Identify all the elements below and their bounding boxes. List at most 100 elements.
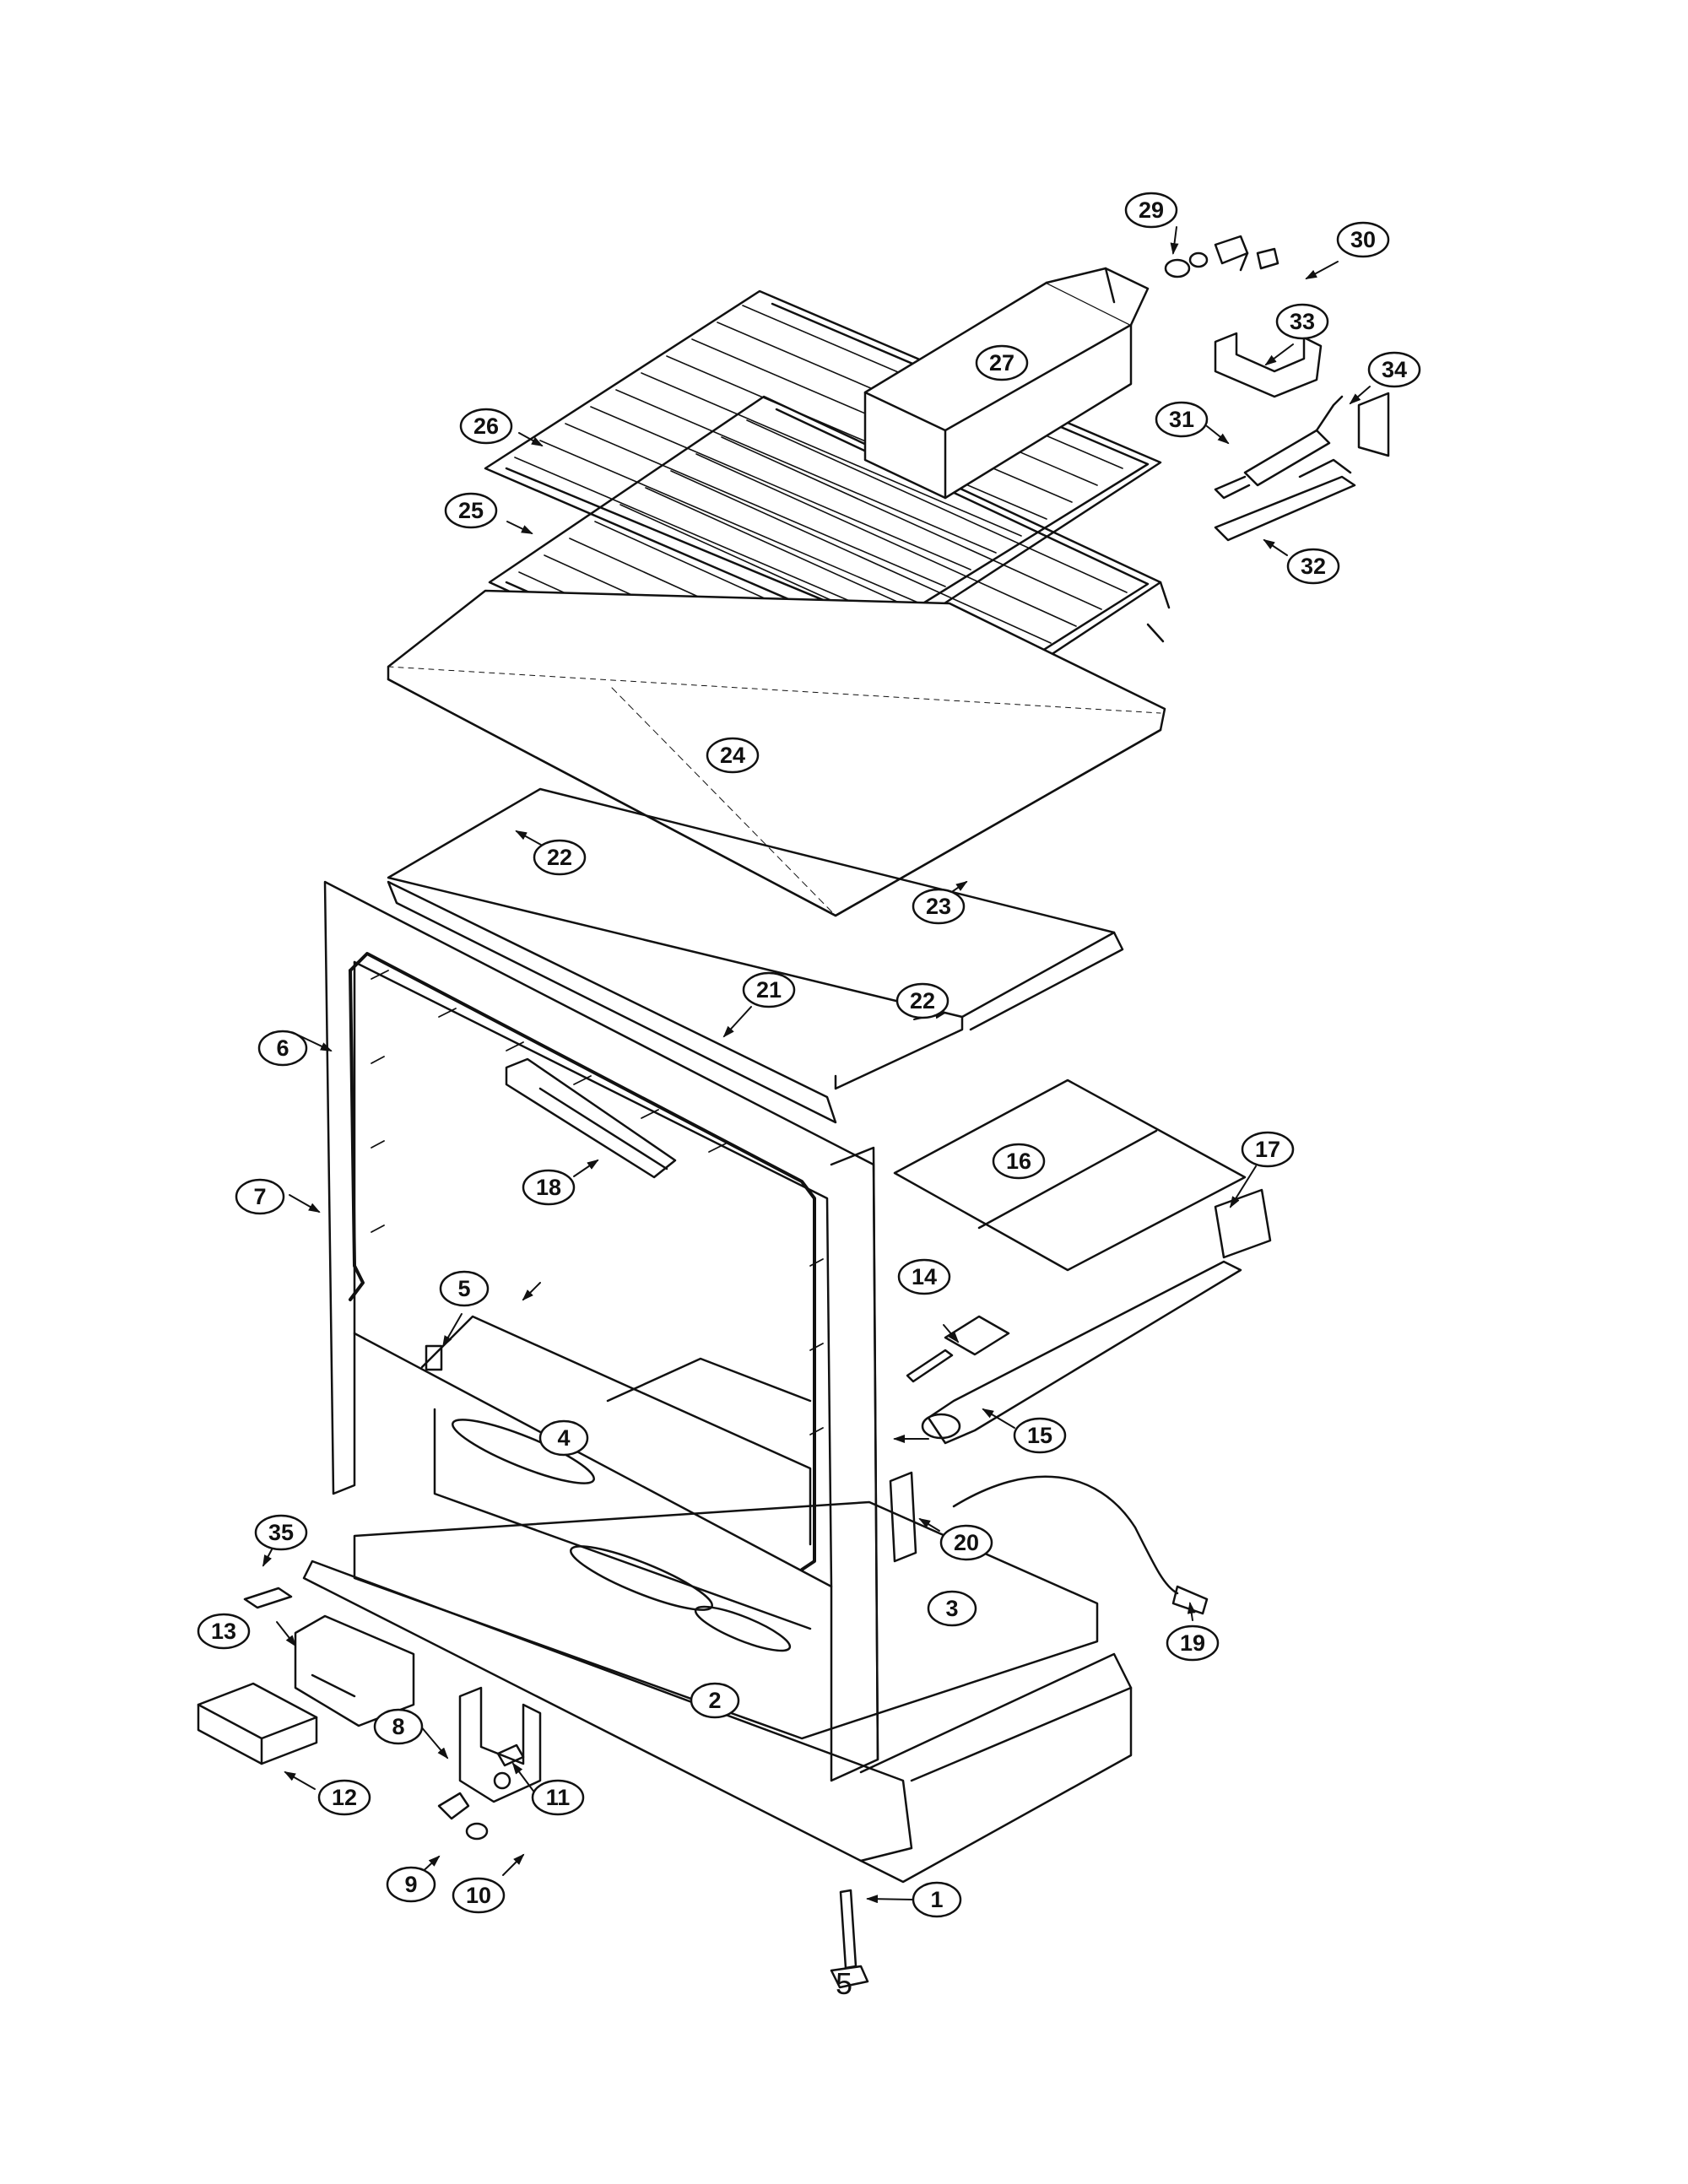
callout-34: 34	[1367, 351, 1421, 388]
callout-21-label: 21	[756, 977, 782, 1003]
callout-32: 32	[1286, 548, 1340, 585]
callout-23: 23	[912, 888, 966, 925]
callout-24: 24	[706, 737, 760, 774]
callout-12-label: 12	[332, 1785, 357, 1810]
callout-11: 11	[531, 1779, 585, 1816]
callout-5: 5	[439, 1270, 490, 1307]
callout-32-label: 32	[1301, 554, 1326, 579]
callout-7-label: 7	[253, 1184, 266, 1209]
callout-22-upper-label: 22	[547, 845, 572, 870]
control-module-12	[197, 1682, 318, 1765]
callout-14: 14	[897, 1258, 951, 1295]
callout-6: 6	[257, 1030, 308, 1067]
power-cord	[952, 1475, 1209, 1615]
page-number: 5	[835, 1966, 853, 2001]
callout-22-upper: 22	[533, 839, 587, 876]
callout-24-label: 24	[720, 743, 745, 768]
vent-bracket-18	[505, 1057, 677, 1179]
elbow-fitting-9	[437, 1792, 470, 1820]
callout-9-label: 9	[404, 1872, 417, 1897]
leveling-leg	[830, 1889, 869, 1989]
callout-10-label: 10	[466, 1883, 491, 1908]
callout-20-label: 20	[954, 1530, 979, 1555]
callout-1-label: 1	[930, 1887, 943, 1912]
callout-18: 18	[522, 1169, 576, 1206]
broil-burner-housing	[863, 267, 1150, 500]
callout-3-label: 3	[945, 1596, 958, 1621]
callout-2: 2	[690, 1682, 740, 1719]
callout-12: 12	[317, 1779, 371, 1816]
callout-26-label: 26	[473, 414, 499, 439]
fitting-11	[496, 1743, 525, 1767]
callout-2-label: 2	[708, 1688, 721, 1713]
door-switch-5	[425, 1344, 443, 1371]
callout-9: 9	[386, 1866, 436, 1903]
callout-7: 7	[235, 1178, 285, 1215]
callout-1: 1	[912, 1881, 962, 1918]
orifice-fittings	[1164, 235, 1280, 278]
callout-25-label: 25	[458, 498, 484, 523]
rack-supports	[371, 970, 824, 1435]
callout-29-label: 29	[1139, 197, 1164, 223]
side-trim-21	[387, 880, 837, 1124]
bake-burner-baffle	[893, 1078, 1247, 1272]
callout-13-label: 13	[211, 1619, 236, 1644]
callout-10: 10	[452, 1877, 506, 1914]
callout-8: 8	[373, 1708, 424, 1745]
bracket-35	[243, 1587, 293, 1609]
callout-13: 13	[197, 1613, 251, 1650]
igniter-31	[1214, 395, 1344, 500]
callout-17: 17	[1241, 1131, 1295, 1168]
callout-17-label: 17	[1255, 1137, 1280, 1162]
broil-pan	[387, 589, 1166, 917]
door-gasket	[349, 952, 816, 1571]
callout-19-label: 19	[1180, 1630, 1205, 1656]
callout-34-label: 34	[1382, 357, 1407, 382]
callout-26: 26	[459, 408, 513, 445]
callout-31: 31	[1155, 401, 1209, 438]
callout-11-label: 11	[546, 1785, 571, 1810]
callout-14-label: 14	[912, 1264, 937, 1289]
oven-cavity-frame	[323, 880, 879, 1782]
callout-27-label: 27	[989, 350, 1014, 376]
callout-15: 15	[1013, 1417, 1067, 1454]
electronic-control-bracket-13	[294, 1614, 415, 1727]
heat-shield-34	[1357, 392, 1390, 457]
oven-base	[302, 1500, 1133, 1884]
igniter-mount-32	[1214, 458, 1356, 542]
callout-16: 16	[992, 1143, 1046, 1180]
callout-4: 4	[538, 1419, 589, 1457]
callout-3: 3	[927, 1590, 977, 1627]
callout-16-label: 16	[1006, 1149, 1031, 1174]
bake-burner	[921, 1188, 1272, 1445]
callout-20: 20	[939, 1524, 993, 1561]
callout-22-lower-label: 22	[910, 988, 935, 1014]
oven-bottom-panel	[387, 787, 1124, 1090]
callout-18-label: 18	[536, 1175, 561, 1200]
callout-25: 25	[444, 492, 498, 529]
callout-4-label: 4	[557, 1425, 570, 1451]
callout-29: 29	[1124, 192, 1178, 229]
callout-21: 21	[742, 971, 796, 1008]
callout-31-label: 31	[1169, 407, 1194, 432]
callout-35: 35	[254, 1514, 308, 1551]
igniter-bracket-33	[1214, 332, 1323, 398]
thermostat-20	[889, 1471, 917, 1563]
regulator-bracket-8	[458, 1686, 542, 1803]
nut-10	[465, 1822, 489, 1841]
callout-6-label: 6	[276, 1035, 289, 1061]
callout-27: 27	[975, 344, 1029, 381]
callout-30: 30	[1336, 221, 1390, 258]
callout-30-label: 30	[1350, 227, 1376, 252]
callout-33-label: 33	[1290, 309, 1315, 334]
bake-igniter	[906, 1315, 1010, 1383]
callout-33: 33	[1275, 303, 1329, 340]
callout-5-label: 5	[457, 1276, 470, 1301]
callout-22-lower: 22	[895, 982, 950, 1019]
callout-35-label: 35	[268, 1520, 294, 1545]
callout-15-label: 15	[1027, 1423, 1052, 1448]
callout-8-label: 8	[392, 1714, 404, 1739]
callout-23-label: 23	[926, 894, 951, 919]
callout-19: 19	[1166, 1624, 1220, 1662]
